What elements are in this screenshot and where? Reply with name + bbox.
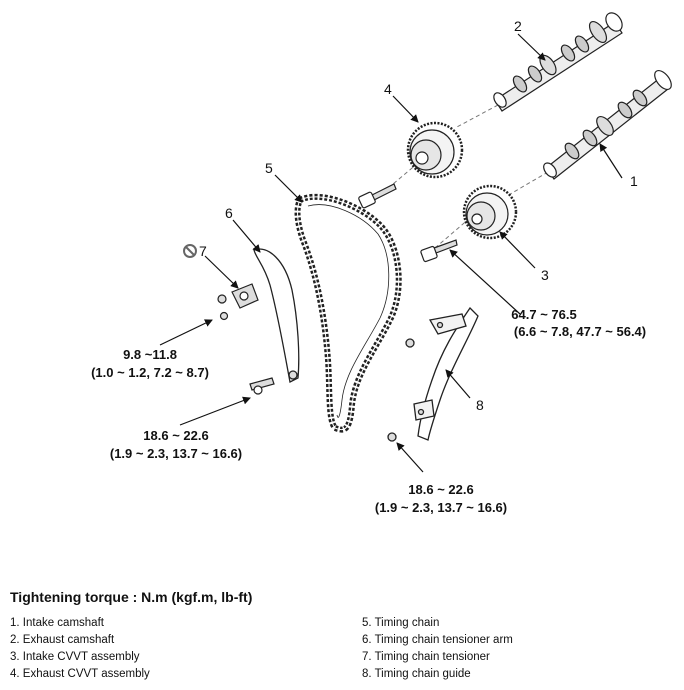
legend-item: 4. Exhaust CVVT assembly [10,668,150,680]
legend-list-left: 1. Intake camshaft 2. Exhaust camshaft 3… [10,615,150,683]
intake-camshaft [543,69,672,180]
callout-3: 3 [541,267,549,283]
timing-chain-tensioner-arm [253,248,300,383]
callout-2: 2 [514,18,522,34]
torque-label-arm-detail: (1.9 ~ 2.3, 13.7 ~ 16.6) [110,446,242,461]
torque-label-arm-value: 18.6 ~ 22.6 [143,428,208,443]
torque-label-tensioner-value: 9.8 ~11.8 [123,347,177,362]
callout-7: 7 [199,243,207,259]
alignment-lines [379,104,549,249]
exploded-view-diagram: 1 2 3 4 5 6 7 8 9.8 ~11.8 (1.0 ~ 1.2, 7.… [91,12,672,515]
exhaust-cvvt-sprocket [406,121,464,179]
torque-label-cvvt-value: 64.7 ~ 76.5 [511,307,576,322]
callout-1: 1 [630,173,638,189]
torque-label-guide-detail: (1.9 ~ 2.3, 13.7 ~ 16.6) [375,500,507,515]
leader-lines [159,33,623,473]
callout-4: 4 [384,81,392,97]
legend-title: Tightening torque : N.m (kgf.m, lb-ft) [10,589,253,605]
timing-chain-tensioner [217,283,275,395]
do-not-reuse-icon [183,244,197,258]
legend-item: 3. Intake CVVT assembly [10,651,140,663]
timing-chain-guide [387,306,479,442]
exhaust-camshaft [493,12,623,112]
callout-6: 6 [225,205,233,221]
intake-cvvt-sprocket [462,184,518,240]
torque-label-cvvt-detail: (6.6 ~ 7.8, 47.7 ~ 56.4) [514,324,646,339]
torque-label-guide-value: 18.6 ~ 22.6 [408,482,473,497]
torque-label-tensioner-detail: (1.0 ~ 1.2, 7.2 ~ 8.7) [91,365,209,380]
legend-item: 7. Timing chain tensioner [362,651,490,663]
callout-8: 8 [476,397,484,413]
timing-chain [294,193,402,433]
legend-list-right: 5. Timing chain 6. Timing chain tensione… [362,615,513,683]
legend-item: 5. Timing chain [362,617,440,629]
sprocket-bolts [358,183,458,263]
callout-5: 5 [265,160,273,176]
legend-item: 8. Timing chain guide [362,668,471,680]
legend-item: 6. Timing chain tensioner arm [362,634,513,646]
legend-item: 1. Intake camshaft [10,617,104,629]
legend-item: 2. Exhaust camshaft [10,634,115,646]
